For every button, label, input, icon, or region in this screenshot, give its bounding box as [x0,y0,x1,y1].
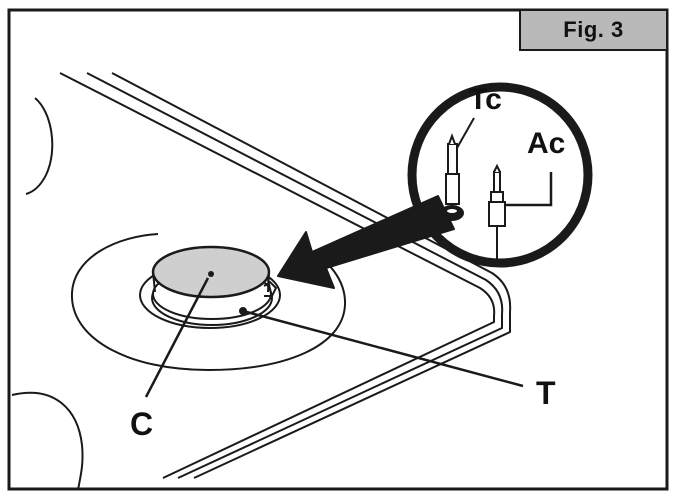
leader-line-c [144,277,210,398]
left-burner-arc-bottom [11,391,84,491]
leader-line-ac [505,172,553,207]
label-t: T [536,375,556,411]
igniter-ac [488,163,506,262]
hob-edge [59,72,512,479]
burner-cap [151,245,272,320]
figure-border [7,8,669,491]
leader-line-tc [456,117,475,149]
label-burner-cap: C [130,406,154,442]
pointer-arrow [277,195,455,289]
figure-number-label: Fig. 3 [563,17,624,42]
leader-line-t [242,309,524,388]
label-igniter: Ac [527,127,566,160]
left-burner-arc-top [25,97,54,195]
thermocouple-tc [440,133,464,221]
figure-number-tag: Fig. 3 [519,11,666,51]
label-thermocouple: Tc [469,83,502,116]
